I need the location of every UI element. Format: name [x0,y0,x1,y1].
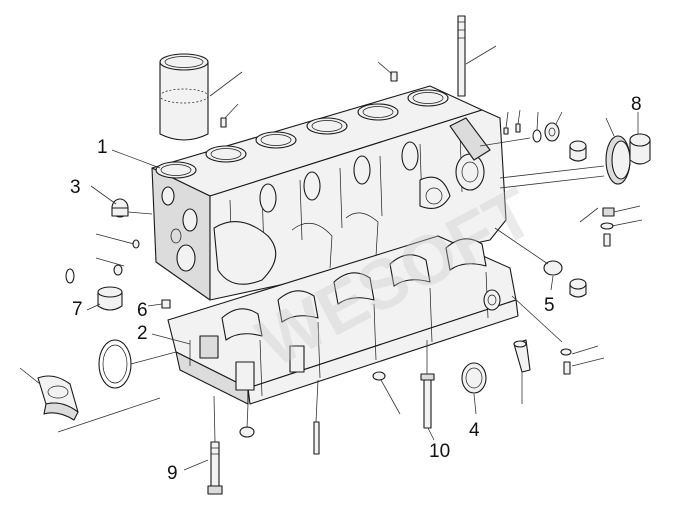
side-bolt [313,379,320,455]
callout-1: 1 [97,137,108,158]
small-plug [161,299,171,309]
dowel-pin [220,61,398,128]
callout-7: 7 [72,299,83,320]
callout-9: 9 [167,463,178,484]
long-bolt [420,340,435,429]
bushing [97,286,123,311]
thrust-bearing [19,367,79,421]
callout-3: 3 [70,177,81,198]
o-ring [65,233,140,284]
crankshaft-rear-seal [605,117,631,185]
engine-block [151,85,507,301]
rear-seal-parts [479,109,587,162]
callout-6: 6 [137,300,148,321]
drain-plug [560,345,605,375]
cylinder-liner [159,53,243,141]
elbow-fitting [513,339,531,404]
main-bearing-bolt [207,395,223,495]
seal-ring [98,339,132,389]
callout-2: 2 [137,323,148,344]
callout-5: 5 [544,295,555,316]
expansion-plug [111,198,153,218]
callout-4: 4 [469,420,480,441]
cup-plug [494,227,587,298]
callout-10: 10 [429,441,450,462]
washer [239,403,255,438]
nut-and-washer [579,205,643,247]
plug-small [372,371,401,415]
seal-cup [629,133,651,165]
cylinder-head-stud [457,15,497,97]
callout-8: 8 [631,94,642,115]
welch-plug [461,362,487,394]
